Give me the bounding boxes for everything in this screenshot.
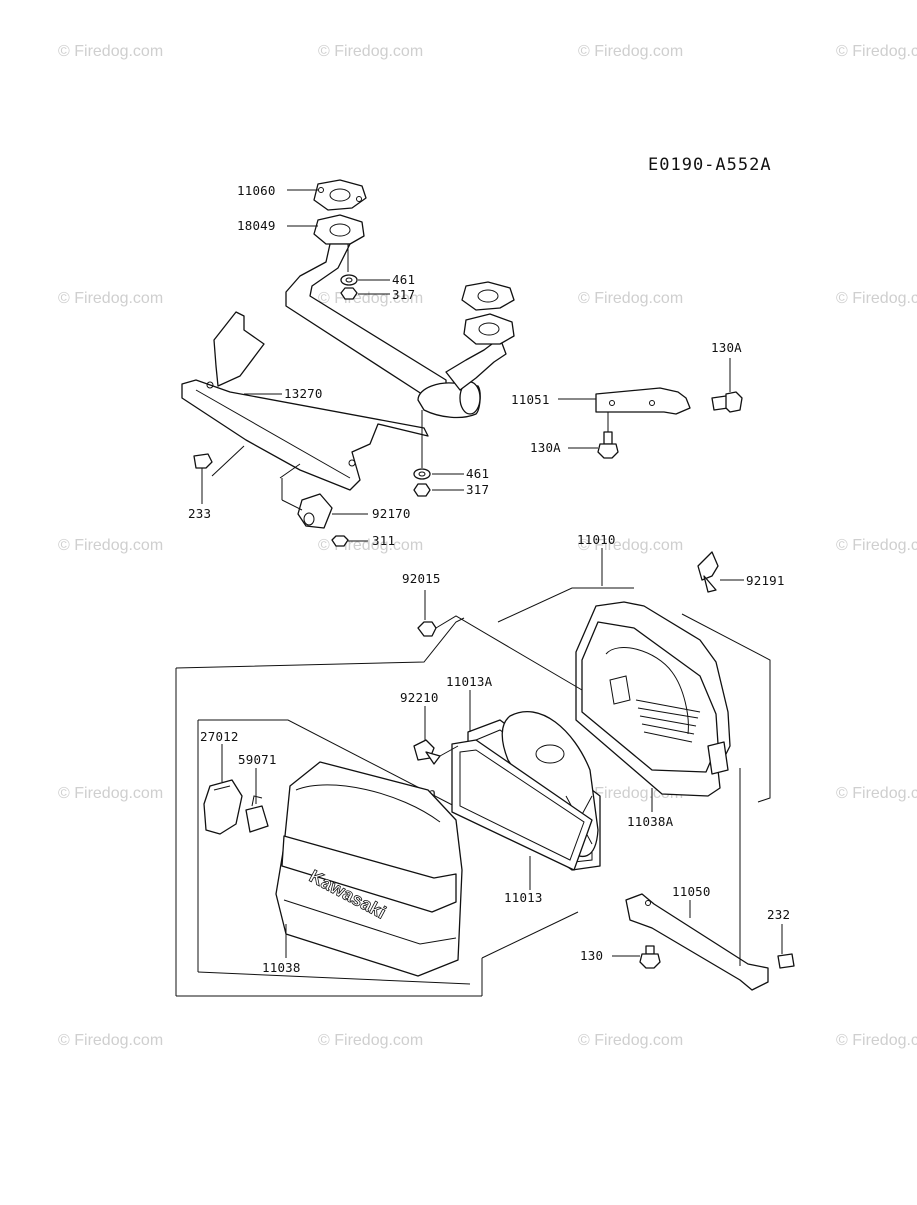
- watermark: © Firedog.com: [58, 1032, 163, 1049]
- watermark: © Firedog.com: [318, 43, 423, 60]
- label-11038: 11038: [262, 960, 301, 975]
- label-11010: 11010: [577, 532, 616, 547]
- bolt-232: [777, 953, 795, 969]
- diagram-code: E0190-A552A: [648, 155, 772, 175]
- label-13270: 13270: [284, 386, 323, 401]
- watermark: © Firedog.com: [836, 290, 917, 307]
- label-130: 130: [580, 948, 603, 963]
- clamp-92170: [297, 493, 333, 529]
- watermark: © Firedog.com: [318, 1032, 423, 1049]
- label-317-upper: 317: [392, 287, 415, 302]
- gasket-11060: [313, 179, 367, 211]
- assembly-outline: [175, 587, 771, 997]
- washer-461-upper: [340, 274, 358, 286]
- watermark: © Firedog.com: [836, 785, 917, 802]
- label-232: 232: [767, 907, 790, 922]
- watermark: © Firedog.com: [836, 537, 917, 554]
- part-labels: 11060 18049 461 317 13270 130A 11051 130…: [188, 183, 790, 975]
- air-cleaner-base-11010: [575, 601, 731, 797]
- label-18049: 18049: [237, 218, 276, 233]
- gasket-right: [461, 281, 515, 311]
- latch-27012: [203, 779, 243, 835]
- paper-element-11013: [451, 739, 593, 871]
- label-11038A: 11038A: [627, 814, 674, 829]
- watermark: © Firedog.com: [836, 43, 917, 60]
- bolt-130: [639, 945, 661, 969]
- label-311: 311: [372, 533, 395, 548]
- label-233: 233: [188, 506, 211, 521]
- label-461-lower: 461: [466, 466, 489, 481]
- watermark: © Firedog.com: [578, 43, 683, 60]
- label-92015: 92015: [402, 571, 441, 586]
- air-cleaner-cover-11038: Kawasaki: [275, 761, 463, 977]
- label-59071: 59071: [238, 752, 277, 767]
- nut-317-lower: [413, 483, 431, 497]
- watermark: © Firedog.com: [578, 1032, 683, 1049]
- nut-92015: [417, 621, 437, 637]
- label-130A-lower: 130A: [530, 440, 561, 455]
- bracket-13270: [181, 311, 429, 491]
- leader-lines: [201, 189, 783, 966]
- nut-311: [331, 535, 349, 547]
- clip-92191: [697, 551, 719, 593]
- watermark: © Firedog.com: [58, 43, 163, 60]
- label-11051: 11051: [511, 392, 550, 407]
- label-11013: 11013: [504, 890, 543, 905]
- label-27012: 27012: [200, 729, 239, 744]
- plate-11051: [595, 387, 691, 415]
- watermark: © Firedog.com: [836, 1032, 917, 1049]
- spring-clip-59071: [245, 795, 269, 833]
- bolt-130A-lower: [597, 431, 619, 459]
- watermark: © Firedog.com: [578, 537, 683, 554]
- label-92210: 92210: [400, 690, 439, 705]
- watermark-layer: © Firedog.com © Firedog.com © Firedog.co…: [58, 43, 917, 1049]
- label-317-lower: 317: [466, 482, 489, 497]
- label-461-upper: 461: [392, 272, 415, 287]
- label-11050: 11050: [672, 884, 711, 899]
- washer-461-lower: [413, 468, 431, 480]
- support-rod-11050: [625, 893, 769, 991]
- label-11060: 11060: [237, 183, 276, 198]
- bolt-130A-upper: [711, 391, 743, 413]
- watermark: © Firedog.com: [58, 290, 163, 307]
- nut-317-upper: [340, 287, 358, 300]
- watermark: © Firedog.com: [578, 290, 683, 307]
- label-92191: 92191: [746, 573, 785, 588]
- label-11013A: 11013A: [446, 674, 493, 689]
- bolt-233: [193, 453, 213, 469]
- label-92170: 92170: [372, 506, 411, 521]
- screw-92210: [413, 739, 441, 765]
- watermark: © Firedog.com: [58, 785, 163, 802]
- label-130A-upper: 130A: [711, 340, 742, 355]
- watermark: © Firedog.com: [58, 537, 163, 554]
- exhaust-pipe-18049: [285, 214, 515, 419]
